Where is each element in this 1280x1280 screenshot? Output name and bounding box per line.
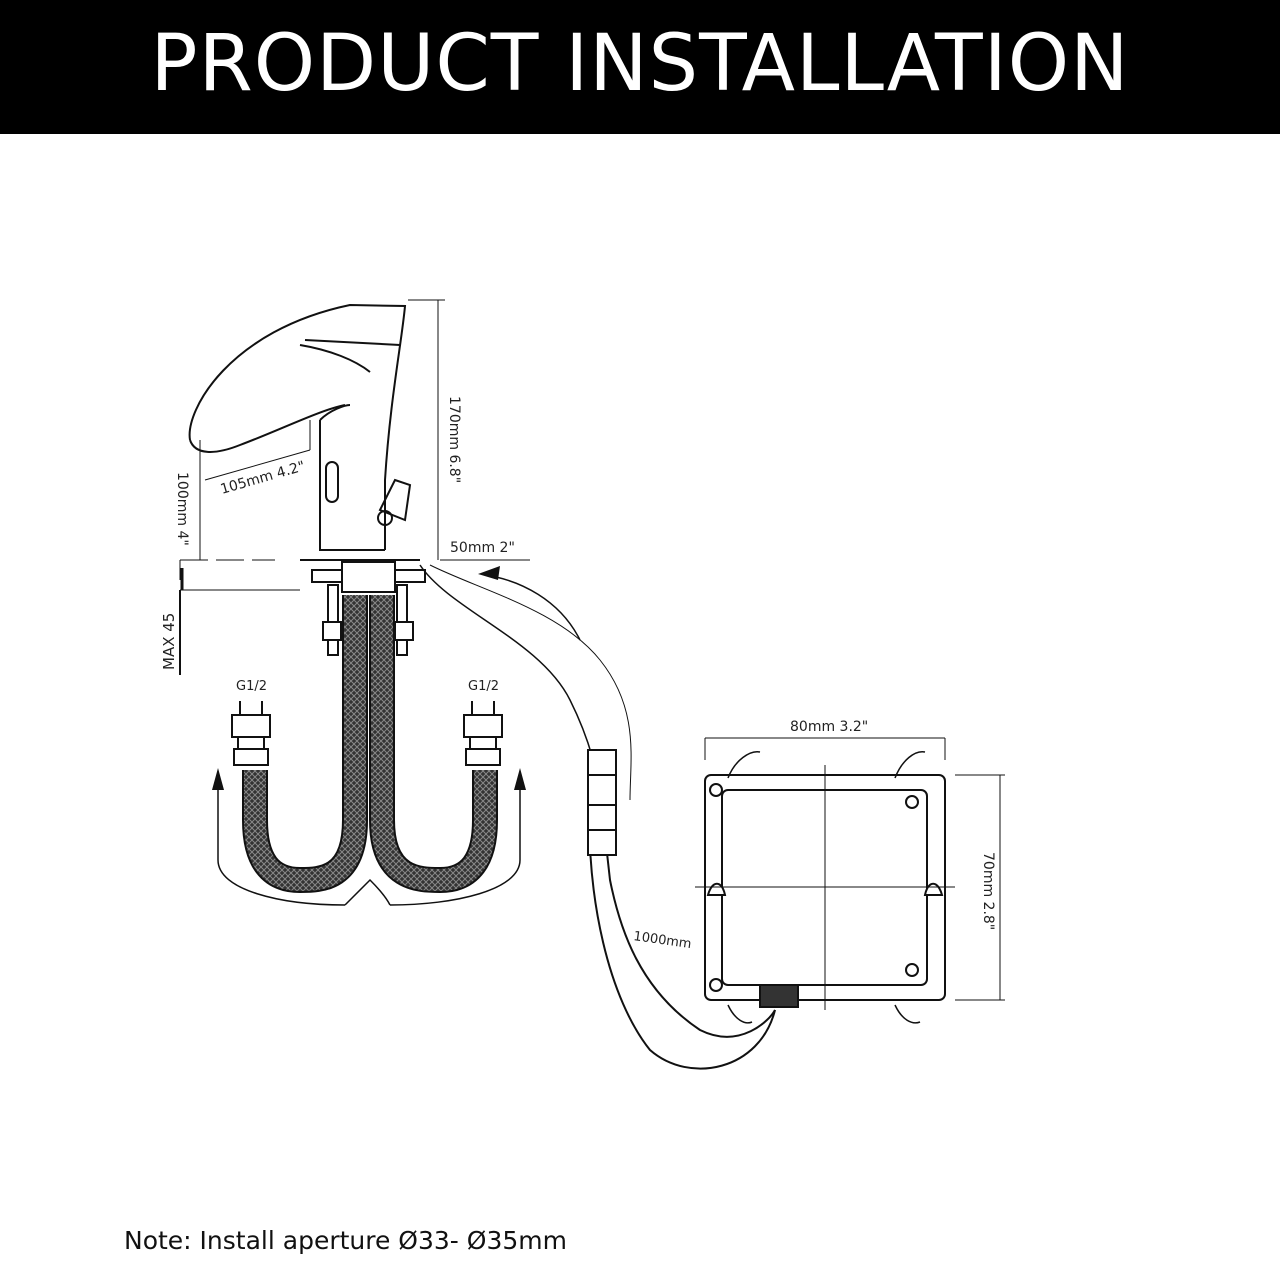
label-right-thread: G1/2 (468, 679, 499, 694)
braided-hoses (242, 595, 498, 894)
label-faucet-height: 170mm 6.8" (446, 396, 462, 483)
page-title: PRODUCT INSTALLATION (150, 19, 1130, 109)
arrow-heads (212, 566, 526, 790)
label-box-height: 70mm 2.8" (980, 852, 996, 930)
sensor-cable (587, 749, 776, 1070)
flow-arrows (217, 564, 632, 906)
label-left-thread: G1/2 (236, 679, 267, 694)
installation-note: Note: Install aperture Ø33- Ø35mm (124, 1226, 567, 1255)
hose-connectors (231, 701, 503, 766)
faucet-drawing (188, 303, 420, 561)
dimension-lines (179, 299, 530, 675)
box-centerlines (695, 737, 1005, 1010)
label-deck-thickness: MAX 45 (160, 613, 178, 670)
installation-diagram: 105mm 4.2" 170mm 6.8" 100mm 4" MAX 45 50… (160, 299, 1005, 1070)
deck-fittings (311, 561, 426, 656)
title-banner: PRODUCT INSTALLATION (0, 0, 1280, 134)
label-base-diameter: 50mm 2" (450, 540, 515, 556)
label-spout-reach: 105mm 4.2" (219, 458, 307, 497)
label-spout-height: 100mm 4" (174, 472, 190, 546)
label-box-width: 80mm 3.2" (790, 719, 868, 735)
label-cable-length: 1000mm (632, 929, 692, 952)
